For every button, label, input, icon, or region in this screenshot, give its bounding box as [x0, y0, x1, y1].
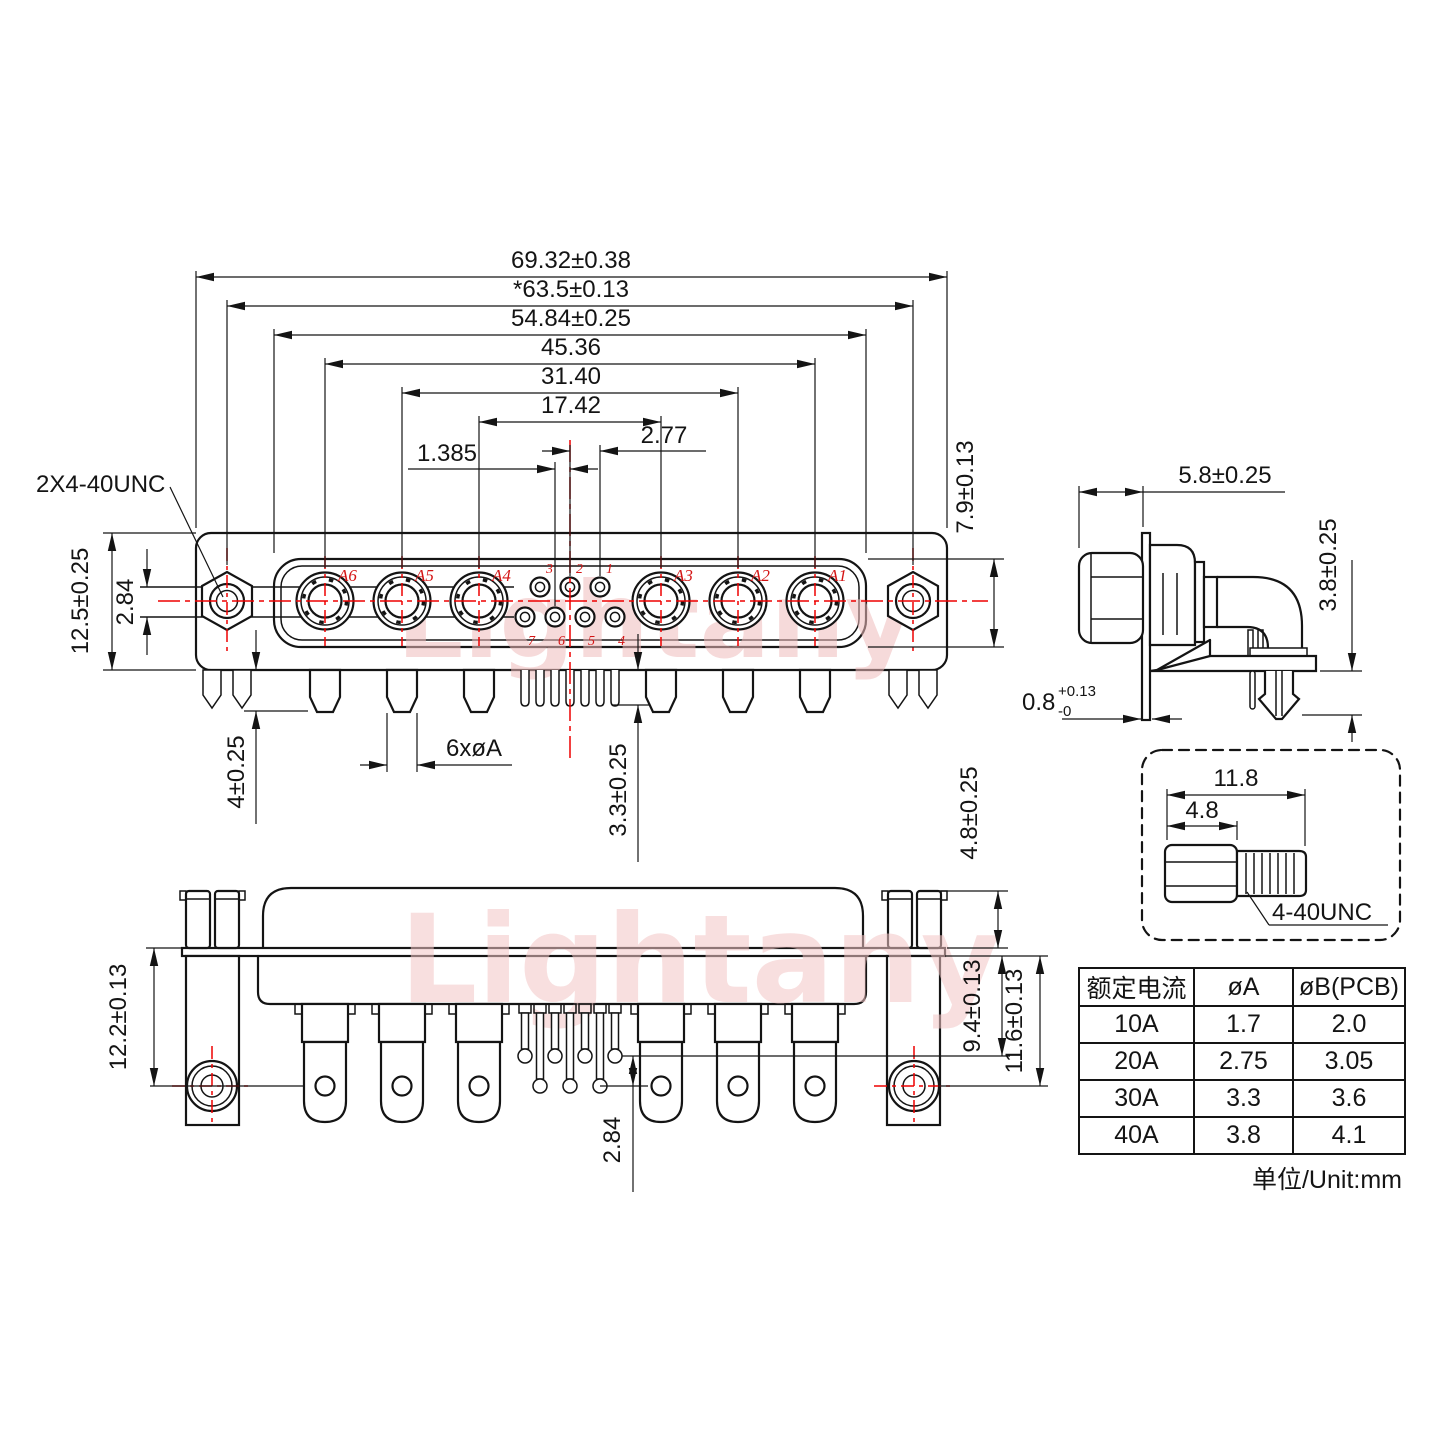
standoff-left [178, 889, 247, 950]
front-centerlines [158, 440, 988, 758]
dim-screw-overall: 11.8 [1214, 765, 1259, 792]
front-dimensions: 69.32±0.38 *63.5±0.13 54.84±0.25 45.36 3… [36, 247, 1004, 862]
bracket-left [184, 954, 241, 1127]
table-header-row: 额定电流 øA øB(PCB) [1078, 967, 1406, 1007]
thread-callout-front: 2X4-40UNC [36, 471, 165, 498]
dim-shell-width: 54.84±0.25 [511, 305, 631, 332]
label-a5: A5 [414, 566, 434, 585]
table-row: 10A 1.7 2.0 [1078, 1005, 1406, 1044]
header-rated-current: 额定电流 [1078, 967, 1195, 1007]
cell-a-30a: 3.3 [1193, 1079, 1294, 1118]
cell-a-40a: 3.8 [1193, 1116, 1294, 1155]
cell-current-10a: 10A [1078, 1005, 1195, 1044]
dim-hole-callout: 6xøA [446, 735, 502, 762]
dim-a3-a4-span: 17.42 [541, 392, 601, 419]
dim-bottom-height: 12.2±0.13 [105, 964, 132, 1071]
label-a1: A1 [827, 566, 847, 585]
cell-b-10a: 2.0 [1292, 1005, 1406, 1044]
cell-b-30a: 3.6 [1292, 1079, 1406, 1118]
label-a4: A4 [491, 566, 511, 585]
cell-current-20a: 20A [1078, 1042, 1195, 1081]
screw-detail: 11.8 4.8 4-40UNC [1140, 748, 1402, 942]
dim-face-height: 7.9±0.13 [952, 440, 979, 533]
bottom-view: Lightany [105, 766, 1048, 1192]
dim-row-offset: 2.84 [599, 1117, 626, 1164]
table-row: 20A 2.75 3.05 [1078, 1042, 1406, 1081]
side-view: 5.8±0.25 3.8±0.25 0.8 +0.13 -0 [1022, 462, 1362, 742]
cell-b-20a: 3.05 [1292, 1042, 1406, 1081]
current-rating-table: 额定电流 øA øB(PCB) 10A 1.7 2.0 20A 2.75 3.0… [1078, 967, 1406, 1155]
contact-labels: A6 A5 A4 A3 A2 A1 3 2 1 7 6 5 4 [337, 562, 847, 649]
header-dia-a: øA [1193, 967, 1294, 1007]
header-dia-b: øB(PCB) [1292, 967, 1406, 1007]
bottom-hood [261, 886, 865, 952]
dim-short-pin: 9.4±0.13 [959, 959, 986, 1052]
dim-overall-width: 69.32±0.38 [511, 247, 631, 274]
side-jackscrew [1077, 551, 1145, 645]
table-row: 40A 3.8 4.1 [1078, 1116, 1406, 1155]
label-pin7: 7 [528, 634, 536, 649]
side-board-locks [1249, 670, 1301, 721]
front-view: Lightany [36, 247, 1004, 862]
label-a2: A2 [750, 566, 770, 585]
dim-screw-hex: 4.8 [1185, 797, 1218, 824]
unit-note: 单位/Unit:mm [1251, 1166, 1402, 1194]
dim-row-spacing: 2.84 [112, 579, 139, 626]
label-a3: A3 [673, 566, 693, 585]
dim-pin-pitch: 2.77 [641, 422, 688, 449]
dim-a2-a5-span: 31.40 [541, 363, 601, 390]
cell-current-30a: 30A [1078, 1079, 1195, 1118]
cell-a-10a: 1.7 [1193, 1005, 1294, 1044]
table-row: 30A 3.3 3.6 [1078, 1079, 1406, 1118]
side-body [1148, 543, 1308, 657]
cell-a-20a: 2.75 [1193, 1042, 1294, 1081]
label-pin3: 3 [545, 562, 553, 577]
dim-panel-tol-lower: -0 [1058, 703, 1071, 720]
bottom-shell [256, 954, 868, 1006]
label-pin5: 5 [588, 634, 595, 649]
dim-small-pin-length: 3.3±0.25 [605, 743, 632, 836]
label-pin4: 4 [618, 634, 625, 649]
cell-current-40a: 40A [1078, 1116, 1195, 1155]
dim-panel-tol-upper: +0.13 [1058, 683, 1096, 700]
dim-mount-spacing: *63.5±0.13 [513, 276, 629, 303]
dim-standoff-height: 4.8±0.25 [956, 766, 983, 859]
screw-dimensions: 11.8 4.8 4-40UNC [1166, 765, 1388, 926]
dim-half-pitch: 1.385 [417, 440, 477, 467]
dim-long-pin: 11.6±0.13 [1001, 969, 1028, 1074]
dim-pin-length: 4±0.25 [223, 735, 250, 808]
bottom-flange [180, 946, 947, 958]
label-pin6: 6 [558, 634, 565, 649]
label-pin1: 1 [606, 562, 613, 577]
thread-callout-screw: 4-40UNC [1272, 899, 1372, 926]
screw-graphic [1163, 843, 1308, 904]
label-pin2: 2 [576, 562, 583, 577]
dim-front-depth: 5.8±0.25 [1178, 462, 1271, 489]
side-dimensions: 5.8±0.25 3.8±0.25 0.8 +0.13 -0 [1022, 462, 1362, 742]
dim-body-height: 12.5±0.25 [67, 548, 94, 655]
label-a6: A6 [337, 566, 357, 585]
bottom-dimensions: 12.2±0.13 9.4±0.13 11.6±0.13 2.84 4.8±0.… [105, 766, 1048, 1192]
cell-b-40a: 4.1 [1292, 1116, 1406, 1155]
dim-panel-base: 0.8 [1022, 689, 1055, 716]
screw-detail-box [1140, 748, 1402, 942]
dim-pin-standoff: 3.8±0.25 [1315, 518, 1342, 611]
dim-a1-a6-span: 45.36 [541, 334, 601, 361]
